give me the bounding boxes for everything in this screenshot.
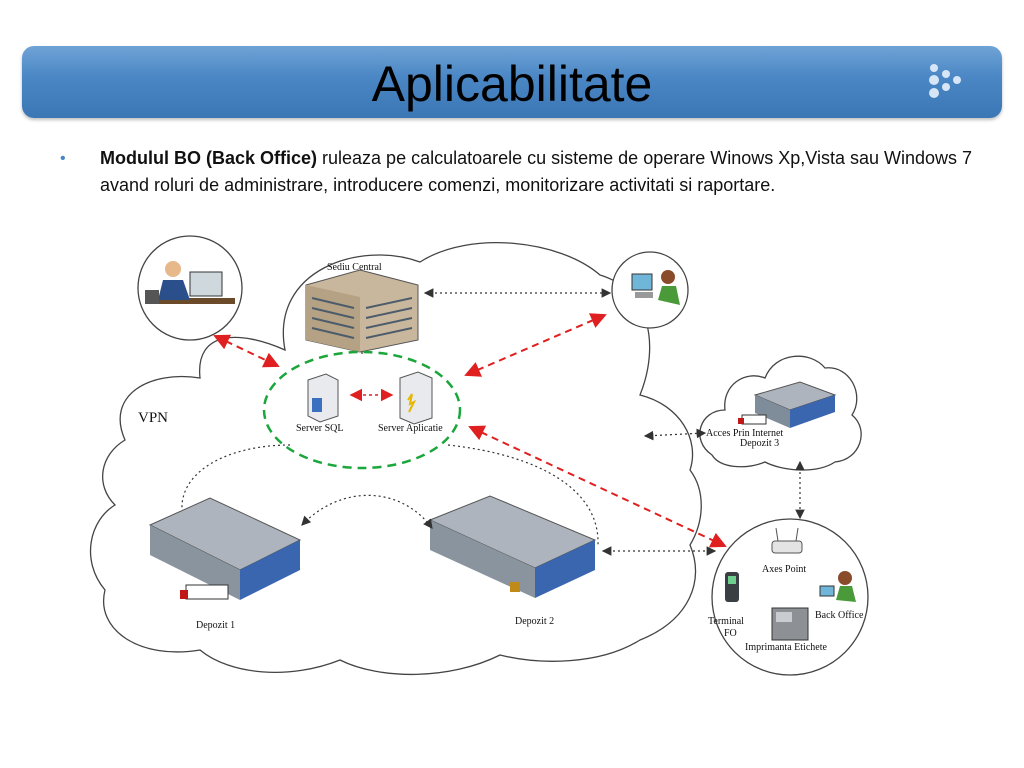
- depozit2-label: Depozit 2: [515, 616, 554, 627]
- depozit1-node: Depozit 1: [148, 497, 302, 631]
- link-depozit1-depozit2: [301, 494, 433, 529]
- local-devices-node: Axes Point Terminal FO Imprimanta Etiche…: [708, 518, 869, 676]
- bullet-body-text: ruleaza pe calculatoarele cu sisteme de …: [100, 148, 973, 195]
- server-sql-node: Server SQL: [296, 373, 344, 434]
- slide-title: Aplicabilitate: [371, 56, 653, 112]
- depozit3-label: Depozit 3: [740, 438, 779, 449]
- fo-label: FO: [724, 628, 737, 639]
- link-group-depozit1: [181, 444, 291, 511]
- terminal-label: Terminal: [708, 616, 744, 627]
- sediu-central-node: Sediu Central: [305, 262, 419, 353]
- bullet-bold-text: Modulul BO (Back Office): [100, 148, 318, 168]
- depozit3-node: Acces Prin Internet Depozit 3: [699, 355, 862, 471]
- server-group-ellipse: [262, 350, 462, 470]
- admin-user-node: [137, 235, 243, 341]
- operator-user-node: [611, 251, 689, 329]
- server-aplicatie-label: Server Aplicatie: [378, 423, 443, 434]
- back-office-label: Back Office: [815, 610, 864, 621]
- bullet-item: Modulul BO (Back Office) ruleaza pe calc…: [100, 145, 980, 199]
- red-link-operator-group: [464, 313, 607, 377]
- bullet-marker: •: [60, 150, 66, 167]
- title-bar: Aplicabilitate: [22, 46, 1002, 118]
- red-link-group-local: [468, 425, 727, 548]
- dots-decoration-icon: [929, 64, 961, 98]
- server-aplicatie-node: Server Aplicatie: [378, 371, 443, 434]
- imprimanta-label: Imprimanta Etichete: [745, 642, 827, 653]
- server-sql-label: Server SQL: [296, 423, 344, 434]
- axes-point-label: Axes Point: [762, 564, 806, 575]
- sediu-central-label: Sediu Central: [327, 262, 382, 273]
- acces-internet-label: Acces Prin Internet: [706, 428, 783, 439]
- depozit1-label: Depozit 1: [196, 620, 235, 631]
- vpn-label: VPN: [138, 410, 168, 426]
